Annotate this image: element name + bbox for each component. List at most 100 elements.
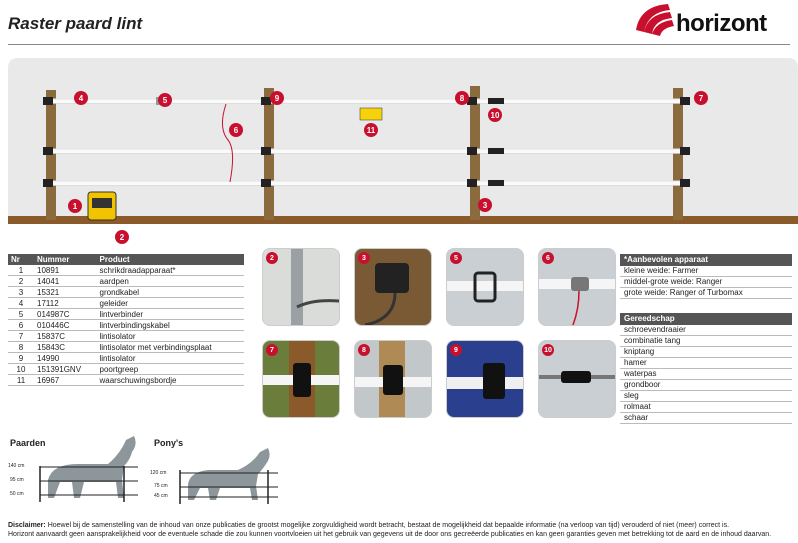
list-item: grote weide: Ranger of Turbomax (620, 288, 792, 299)
ponys-label: Pony's (154, 438, 184, 448)
cell-nummer: 15843C (34, 341, 97, 353)
disclaimer-line-1: Hoewel bij de samenstelling van de inhou… (47, 522, 730, 529)
fence-height-diagrams: Paarden Pony's 140 cm 95 cm 50 cm 120 cm… (8, 430, 308, 510)
photo-8: 8 (354, 340, 432, 418)
cell-product: aardpen (96, 275, 244, 287)
marker-9: 9 (270, 91, 284, 105)
cell-nr: 10 (8, 363, 34, 375)
marker-4: 4 (74, 91, 88, 105)
parts-table-header: Nr Nummer Product (8, 254, 244, 265)
cell-nummer: 17112 (34, 297, 97, 309)
recommended-device-panel: *Aanbevolen apparaat kleine weide: Farme… (620, 254, 792, 299)
ponys-height-low: 45 cm (154, 493, 168, 499)
marker-2: 2 (115, 230, 129, 244)
photo-5: 5 (446, 248, 524, 326)
photo-badge: 7 (266, 344, 278, 356)
list-item: sleg (620, 391, 792, 402)
gate-handle-image (539, 371, 615, 383)
marker-7: 7 (694, 91, 708, 105)
paarden-label: Paarden (10, 438, 46, 448)
list-item: kniptang (620, 347, 792, 358)
list-item: combinatie tang (620, 336, 792, 347)
marker-10: 10 (488, 108, 502, 122)
paarden-height-top: 140 cm (8, 463, 25, 469)
photo-10: 10 (538, 340, 616, 418)
cell-nummer: 151391GNV (34, 363, 97, 375)
cell-product: schrikdraadapparaat* (96, 265, 244, 276)
marker-1: 1 (68, 199, 82, 213)
cell-product: grondkabel (96, 286, 244, 298)
cell-nummer: 010446C (34, 319, 97, 331)
list-item: grondboor (620, 380, 792, 391)
cell-product: geleider (96, 297, 244, 309)
ponys-height-mid: 75 cm (154, 483, 168, 489)
cell-nr: 5 (8, 308, 34, 320)
cell-nr: 6 (8, 319, 34, 331)
disclaimer-label: Disclaimer: (8, 522, 46, 529)
fence-illustration: 1 2 3 4 5 6 7 8 9 10 11 (8, 58, 798, 244)
cell-nummer: 10891 (34, 265, 97, 276)
list-item: hamer (620, 358, 792, 369)
cell-product: lintverbindingskabel (96, 319, 244, 331)
cell-nr: 3 (8, 286, 34, 298)
cell-nummer: 14041 (34, 275, 97, 287)
cell-nr: 1 (8, 265, 34, 276)
paarden-height-low: 50 cm (10, 491, 24, 497)
col-product: Product (96, 254, 244, 265)
col-nr: Nr (8, 254, 34, 265)
list-item: rolmaat (620, 402, 792, 413)
insulator-image (447, 363, 523, 399)
ground-cable-image (364, 263, 409, 325)
cell-product: poortgreep (96, 363, 244, 375)
cell-product: waarschuwingsbordje (96, 374, 244, 386)
tape-insulator-image (263, 341, 339, 417)
cell-nr: 2 (8, 275, 34, 287)
list-item: kleine weide: Farmer (620, 266, 792, 277)
tape-connection-cable-image (539, 277, 615, 325)
list-item: middel-grote weide: Ranger (620, 277, 792, 288)
photo-3: 3 (354, 248, 432, 326)
cell-nummer: 15321 (34, 286, 97, 298)
cell-nr: 7 (8, 330, 34, 342)
photo-badge: 3 (358, 252, 370, 264)
cell-product: lintisolator (96, 352, 244, 364)
cell-product: lintisolator (96, 330, 244, 342)
horse-silhouettes (39, 436, 278, 504)
marker-8: 8 (455, 91, 469, 105)
cell-nr: 8 (8, 341, 34, 353)
list-item: waterpas (620, 369, 792, 380)
cell-nr: 4 (8, 297, 34, 309)
page-title: Raster paard lint (8, 14, 143, 33)
photo-badge: 2 (266, 252, 278, 264)
photo-badge: 5 (450, 252, 462, 264)
photo-badge: 9 (450, 344, 462, 356)
marker-5: 5 (158, 93, 172, 107)
brand-name: horizont (676, 10, 767, 37)
cell-nr: 9 (8, 352, 34, 364)
col-nummer: Nummer (34, 254, 97, 265)
cell-product: lintverbinder (96, 308, 244, 320)
disclaimer-line-2: Horizont aanvaardt geen aansprakelijkhei… (8, 531, 772, 538)
disclaimer: Disclaimer: Hoewel bij de samenstelling … (8, 521, 792, 539)
tools-header: Gereedschap (620, 313, 792, 325)
horizont-logo (636, 4, 674, 36)
cell-nummer: 16967 (34, 374, 97, 386)
recommended-header: *Aanbevolen apparaat (620, 254, 792, 266)
photo-7: 7 (262, 340, 340, 418)
marker-11: 11 (364, 123, 378, 137)
tape-insulator-plate-image (355, 341, 431, 417)
cell-nummer: 14990 (34, 352, 97, 364)
ponys-height-top: 120 cm (150, 470, 167, 476)
title-rule (8, 44, 790, 45)
photo-2: 2 (262, 248, 340, 326)
